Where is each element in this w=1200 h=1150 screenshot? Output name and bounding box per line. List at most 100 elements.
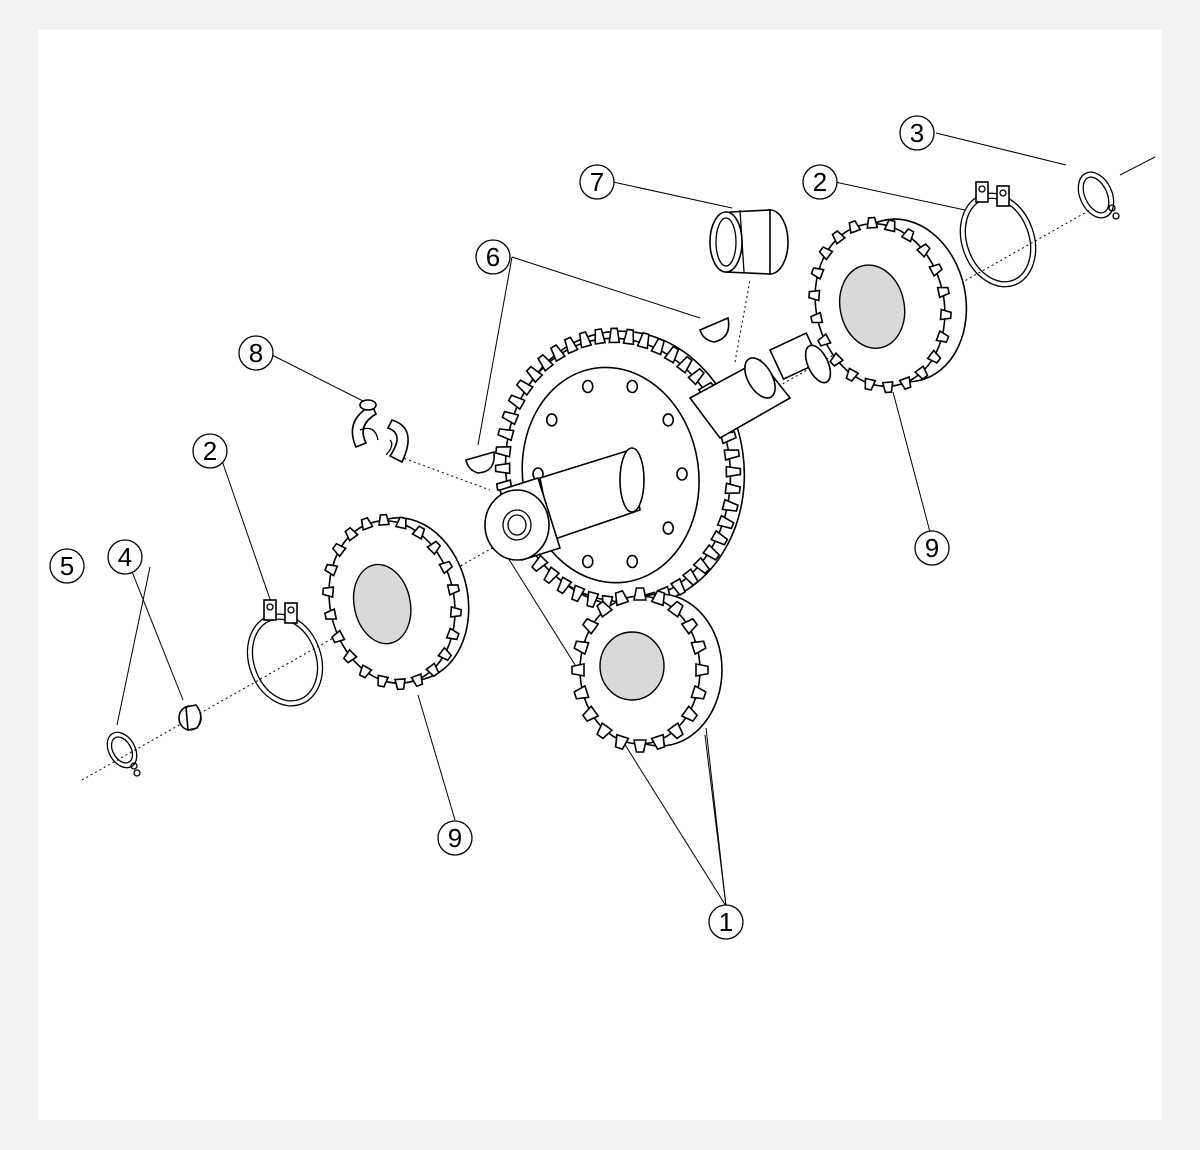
gear-tooth	[675, 355, 693, 374]
bolt-hole	[662, 521, 675, 535]
callout-3-label: 3	[910, 118, 924, 148]
woodruff-key-left-part-6	[465, 450, 495, 474]
gear-tooth	[596, 721, 614, 740]
callout-8-label: 8	[249, 338, 263, 368]
gear-tooth	[716, 514, 735, 530]
gear-tooth	[537, 353, 555, 373]
woodruff-key-right-part-6	[699, 316, 730, 343]
pin-part-4	[178, 704, 202, 731]
main-gear-assembly-part-1	[484, 327, 832, 753]
gear-tooth	[666, 721, 684, 740]
gear-tooth	[650, 733, 666, 751]
callout-2-left: 2	[192, 433, 228, 469]
callout-1-label: 1	[719, 907, 733, 937]
gear-tooth	[725, 465, 742, 478]
gear-tooth	[633, 587, 647, 601]
sprocket-tooth	[898, 375, 912, 391]
sprocket-tooth	[866, 216, 879, 229]
gear-tooth	[687, 367, 706, 386]
gear-tooth	[608, 327, 621, 344]
callout-6: 6	[475, 239, 511, 275]
circlip-small-part-3	[1077, 171, 1120, 220]
gear-tooth	[690, 640, 707, 656]
bolt-hole	[581, 379, 594, 394]
gear-tooth	[596, 600, 614, 619]
circlip-left-part-2	[246, 599, 324, 707]
gear-tooth	[692, 556, 711, 575]
sprocket-tooth	[446, 584, 461, 596]
callout-9-right: 9	[914, 530, 950, 566]
sprocket-tooth	[411, 525, 426, 541]
gear-tooth	[501, 410, 520, 426]
callout-7-label: 7	[590, 167, 604, 197]
sprocket-tooth	[393, 678, 406, 691]
callout-9-left: 9	[437, 820, 473, 856]
sprocket-tooth	[831, 229, 847, 245]
sprocket-tooth	[936, 286, 951, 299]
sprocket-tooth	[809, 311, 824, 324]
sleeve-bearing-part-7	[709, 209, 789, 275]
gear-tooth	[702, 543, 721, 561]
gear-tooth	[573, 640, 590, 656]
sprocket-tooth	[344, 526, 359, 542]
callout-8: 8	[238, 335, 274, 371]
sprocket-tooth	[881, 381, 894, 394]
gear-tooth	[650, 337, 666, 356]
callout-4: 4	[107, 539, 143, 575]
callout-2-right: 2	[802, 164, 838, 200]
sprocket-tooth	[377, 674, 390, 688]
bolt-hole	[581, 554, 594, 569]
bolt-hole	[662, 413, 675, 427]
gear-tooth	[494, 462, 511, 475]
gear-tooth	[721, 498, 739, 512]
gear-tooth	[669, 577, 687, 596]
sprocket-tooth	[394, 516, 407, 530]
circlip-right-part-2	[959, 181, 1037, 288]
sprocket-tooth	[360, 516, 374, 532]
gear-tooth	[571, 663, 585, 677]
bearing-shells-part-8	[351, 399, 409, 464]
sprocket-tooth	[331, 542, 347, 558]
sprocket-tooth	[915, 243, 931, 259]
gear-tooth	[586, 590, 600, 609]
gear-tooth	[614, 733, 630, 751]
gear-tooth	[563, 336, 579, 355]
sprocket-tooth	[445, 627, 460, 641]
gear-tooth	[570, 584, 586, 603]
sprocket-tooth	[810, 267, 825, 281]
gear-tooth	[543, 566, 561, 585]
bolt-hole	[545, 413, 558, 427]
callout-7: 7	[579, 164, 615, 200]
double-sprocket-left-part-9	[321, 513, 470, 691]
gear-tooth	[556, 576, 573, 595]
bolt-hole	[676, 467, 688, 481]
sprocket-tooth	[926, 349, 942, 364]
sprocket-tooth	[883, 219, 896, 233]
gear-tooth	[723, 449, 741, 461]
callout-3: 3	[899, 115, 935, 151]
sprocket-tooth	[342, 648, 358, 664]
sprocket-tooth	[928, 263, 943, 278]
gear-tooth	[633, 739, 647, 753]
gear-tooth	[650, 589, 666, 607]
gear-tooth	[515, 379, 534, 397]
gear-tooth	[622, 328, 635, 346]
sprocket-tooth	[818, 246, 834, 261]
sprocket-tooth	[358, 663, 373, 679]
sprocket-tooth	[437, 646, 453, 662]
sprocket-tooth	[864, 377, 877, 391]
gear-tooth	[724, 482, 742, 495]
gear-tooth	[494, 445, 512, 458]
gear-tooth	[666, 600, 684, 619]
callout-6-label: 6	[486, 242, 500, 272]
bolt-hole	[626, 554, 639, 569]
gear-tooth	[581, 705, 600, 723]
sprocket-tooth	[426, 540, 442, 556]
gear-tooth	[573, 684, 590, 700]
sprocket-tooth	[845, 367, 860, 383]
callout-2-left-label: 2	[203, 436, 217, 466]
bolt-hole	[626, 379, 639, 394]
gear-tooth	[680, 617, 699, 635]
sprocket-tooth	[378, 513, 391, 526]
